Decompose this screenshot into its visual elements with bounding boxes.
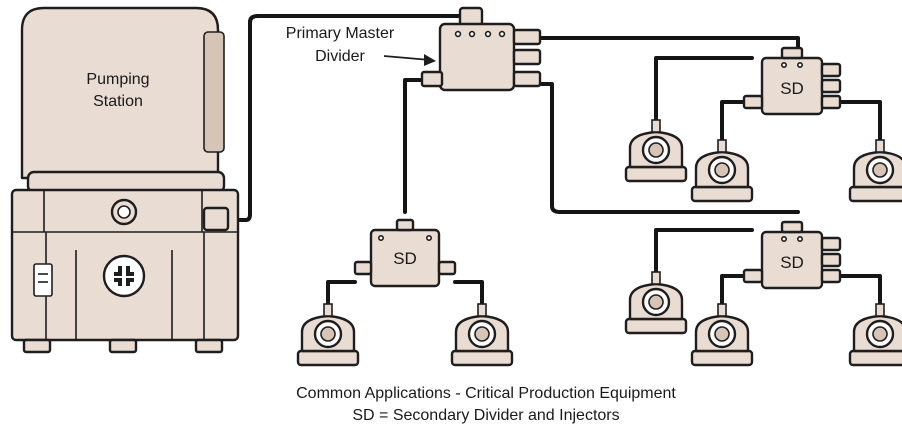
pointer-arrow-icon (383, 54, 436, 66)
sd-left-label: SD (393, 249, 417, 268)
caption-line2: SD = Secondary Divider and Injectors (352, 407, 619, 424)
bearing-upper-c (848, 138, 902, 203)
pipe-sd3-to-bearing-c (828, 274, 882, 318)
pumping-station-label-line2: Station (93, 93, 143, 110)
pipe-sd1-to-bearing-c (828, 100, 882, 150)
pumping-station: Pumping Station (10, 6, 240, 354)
caption-line1: Common Applications - Critical Productio… (296, 385, 676, 402)
pumping-station-label-line1: Pumping (86, 71, 149, 88)
secondary-divider-left: SD (353, 218, 457, 288)
pipe-primary-to-sd-lower (538, 82, 800, 214)
bearing-lower-a (624, 270, 688, 335)
sd-upper-label: SD (780, 79, 804, 98)
pipe-pump-to-primary (230, 14, 472, 222)
pipe-network (230, 14, 882, 318)
secondary-divider-lower: SD (742, 220, 842, 290)
pipe-primary-to-sd-upper (538, 36, 800, 50)
primary-divider-label-line1: Primary Master (286, 25, 395, 42)
pipe-sd3-to-bearing-b (720, 274, 754, 318)
secondary-divider-upper: SD (742, 46, 842, 116)
bearing-lower-b (690, 302, 754, 367)
bearing-left-b (450, 302, 514, 367)
bearing-upper-b (690, 138, 754, 203)
pipe-primary-to-sd-left (403, 78, 427, 214)
sd-lower-label: SD (780, 253, 804, 272)
pipe-sd1-to-bearing-b (720, 100, 754, 150)
primary-divider-label-line2: Divider (315, 48, 365, 65)
brand-cross-icon (114, 266, 134, 286)
bearing-left-a (296, 302, 360, 367)
bearing-upper-a (624, 118, 688, 183)
primary-master-divider: Primary Master Divider (286, 6, 542, 92)
pipe-sd1-to-bearing-a (654, 56, 754, 130)
bearing-lower-c (848, 302, 902, 367)
pipe-sd3-to-bearing-a (654, 228, 754, 284)
